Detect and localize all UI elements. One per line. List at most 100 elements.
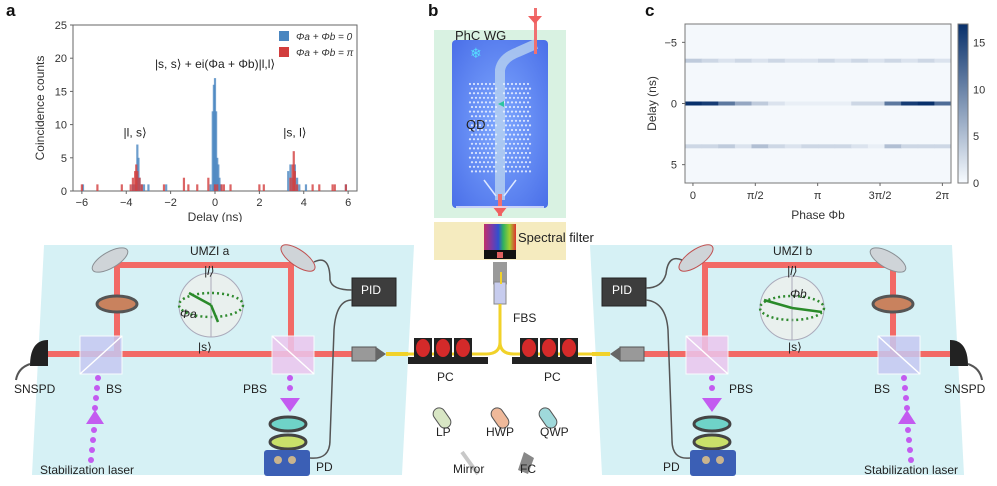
photonic-crystal-hole — [510, 101, 514, 104]
histogram-bar — [262, 184, 265, 191]
heatmap-cell — [834, 144, 852, 149]
heatmap-cell — [901, 101, 919, 106]
heatmap-cell — [718, 58, 736, 63]
photonic-crystal-hole — [514, 92, 518, 95]
photonic-crystal-hole — [514, 82, 518, 86]
heatmap-cell — [818, 101, 836, 106]
photonic-crystal-hole — [520, 161, 524, 164]
photonic-crystal-hole — [506, 119, 510, 122]
stabilization-laser-beam — [702, 375, 916, 463]
photonic-crystal-hole — [504, 170, 508, 173]
histogram-bar — [120, 184, 123, 191]
photonic-crystal-hole — [476, 138, 480, 141]
photonic-crystal-hole — [490, 87, 494, 90]
photonic-crystal-hole — [518, 156, 522, 159]
pd-a-label: PD — [316, 460, 333, 474]
photonic-crystal-hole — [510, 110, 514, 113]
photonic-crystal-hole — [482, 96, 486, 99]
histogram-bar — [222, 184, 225, 191]
histogram-bar — [140, 184, 143, 191]
pbs-a-label: PBS — [243, 382, 268, 396]
photonic-crystal-hole — [512, 105, 516, 109]
photonic-crystal-hole — [472, 165, 476, 168]
photonic-crystal-hole — [524, 87, 528, 90]
photonic-chip-diagram: ❄ — [434, 8, 566, 290]
heatmap-cell — [867, 144, 885, 149]
colorbar-tick-label: 5 — [973, 131, 979, 143]
photonic-crystal-hole — [512, 142, 516, 145]
heatmap-cell — [734, 144, 752, 149]
photonic-crystal-hole — [490, 142, 494, 145]
photonic-crystal-hole — [478, 124, 482, 127]
photonic-crystal-hole — [482, 161, 486, 164]
photonic-crystal-hole — [520, 124, 524, 127]
photonic-crystal-hole — [514, 138, 518, 141]
photonic-crystal-hole — [522, 82, 526, 86]
panel-label-c: c — [645, 1, 655, 20]
photonic-crystal-hole — [484, 138, 488, 141]
photonic-crystal-hole — [526, 110, 530, 113]
photonic-crystal-hole — [488, 92, 492, 95]
photonic-crystal-hole — [468, 138, 472, 141]
colorbar-tick-label: 0 — [973, 178, 979, 190]
heatmap-cell — [784, 144, 802, 149]
photonic-crystal-hole — [484, 110, 488, 113]
stabilization-laser-beam — [86, 375, 300, 463]
histogram-bar — [196, 184, 199, 191]
histogram-bar — [298, 184, 301, 191]
photonic-crystal-hole — [472, 128, 476, 132]
heatmap-cell — [751, 58, 769, 63]
y-tick-label: −5 — [664, 37, 677, 49]
photonic-crystal-hole — [490, 115, 494, 118]
photonic-crystal-hole — [508, 115, 512, 118]
photonic-crystal-hole — [494, 142, 498, 145]
photonic-crystal-hole — [502, 165, 506, 168]
photonic-crystal-hole — [488, 119, 492, 122]
pid-b-label: PID — [612, 283, 633, 297]
y-tick-label: 10 — [55, 120, 67, 132]
x-axis-label: Delay (ns) — [188, 210, 243, 222]
mirror-icon — [91, 247, 129, 273]
photonic-crystal-hole — [492, 92, 496, 95]
photonic-crystal-hole — [514, 147, 518, 150]
photonic-crystal-hole — [504, 133, 508, 136]
photonic-crystal-hole — [520, 133, 524, 136]
photonic-crystal-hole — [508, 133, 512, 136]
state-long-b: |l⟩ — [787, 264, 798, 278]
photonic-crystal-hole — [484, 101, 488, 104]
photonic-crystal-hole — [490, 151, 494, 155]
photonic-crystal-hole — [520, 105, 524, 109]
histogram-bar — [136, 171, 139, 191]
photonic-crystal-hole — [478, 142, 482, 145]
snspd-detector-icon — [30, 340, 48, 366]
photonic-crystal-hole — [482, 151, 486, 155]
x-tick-label: 6 — [345, 197, 351, 209]
heatmap-row — [685, 58, 952, 63]
photonic-crystal-hole — [524, 142, 528, 145]
x-tick-label: −6 — [76, 197, 89, 209]
histogram-bar — [293, 171, 296, 191]
photonic-crystal-hole — [486, 170, 490, 173]
series-1 — [80, 151, 348, 191]
photonic-crystal-hole — [520, 151, 524, 155]
photodiode-icon — [690, 450, 736, 476]
heatmap-cell — [734, 58, 752, 63]
heatmap-cell — [934, 144, 952, 149]
x-tick-label: 2 — [256, 197, 262, 209]
photonic-crystal-hole — [486, 87, 490, 90]
pd-b-label: PD — [663, 460, 680, 474]
photonic-crystal-hole — [522, 138, 526, 141]
umzi-b — [592, 244, 983, 476]
photonic-crystal-hole — [490, 161, 494, 164]
polarization-controller-left — [414, 338, 472, 358]
state-short-b: |s⟩ — [788, 340, 802, 354]
photonic-crystal-hole — [492, 119, 496, 122]
photonic-crystal-hole — [522, 119, 526, 122]
photonic-crystal-hole — [472, 101, 476, 104]
photonic-crystal-hole — [488, 147, 492, 150]
photonic-crystal-hole — [526, 156, 530, 159]
photonic-crystal-hole — [494, 133, 498, 136]
y-tick-label: 0 — [61, 186, 67, 198]
photonic-crystal-hole — [480, 138, 484, 141]
photonic-crystal-hole — [490, 124, 494, 127]
